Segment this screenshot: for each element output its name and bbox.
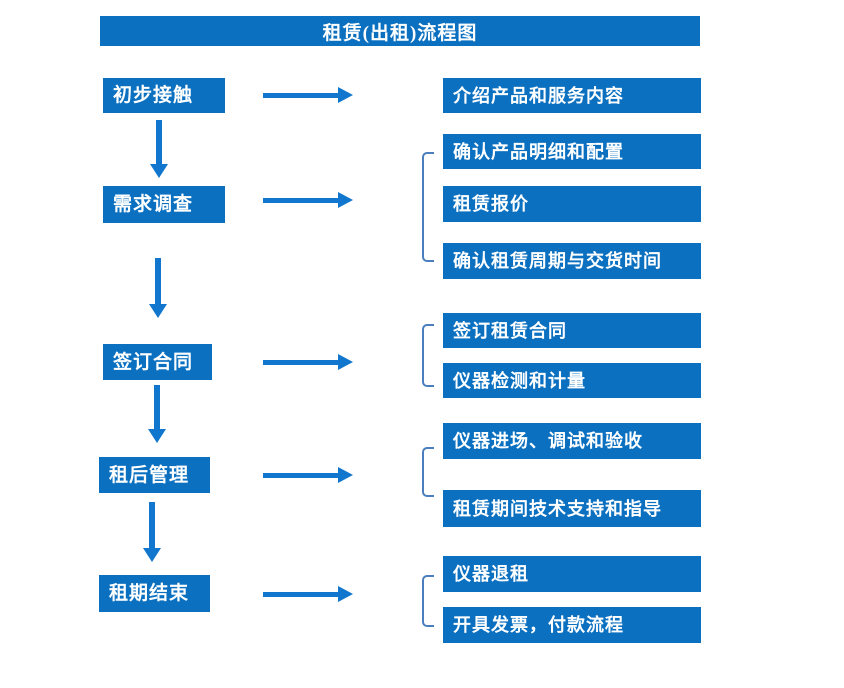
group-bracket <box>422 575 434 627</box>
detail-box-rental-quote: 租赁报价 <box>443 186 701 222</box>
detail-box-introduce-products: 介绍产品和服务内容 <box>443 78 701 113</box>
step-box-sign-contract: 签订合同 <box>103 344 212 380</box>
detail-box-confirm-rental-period: 确认租赁周期与交货时间 <box>443 243 701 279</box>
flowchart-title: 租赁(出租)流程图 <box>100 16 700 46</box>
group-bracket <box>422 447 434 497</box>
step-box-rental-end: 租期结束 <box>99 575 210 612</box>
down-arrow-icon <box>143 502 161 562</box>
right-arrow-icon <box>263 467 353 483</box>
down-arrow-icon <box>150 120 168 178</box>
step-box-post-rental-management: 租后管理 <box>99 457 210 493</box>
detail-box-instrument-testing: 仪器检测和计量 <box>443 363 701 398</box>
group-bracket <box>422 152 434 262</box>
detail-box-instrument-setup-acceptance: 仪器进场、调试和验收 <box>443 423 701 459</box>
step-box-initial-contact: 初步接触 <box>103 78 225 113</box>
right-arrow-icon <box>263 586 353 602</box>
detail-box-sign-rental-contract: 签订租赁合同 <box>443 313 701 348</box>
down-arrow-icon <box>149 258 167 318</box>
step-box-demand-survey: 需求调查 <box>103 186 225 223</box>
group-bracket <box>422 324 434 387</box>
right-arrow-icon <box>263 87 353 103</box>
right-arrow-icon <box>263 192 353 208</box>
detail-box-instrument-return: 仪器退租 <box>443 556 701 592</box>
detail-box-invoice-payment: 开具发票，付款流程 <box>443 607 701 643</box>
down-arrow-icon <box>148 385 166 443</box>
detail-box-rental-tech-support: 租赁期间技术支持和指导 <box>443 490 701 527</box>
detail-box-confirm-product-details: 确认产品明细和配置 <box>443 134 701 169</box>
right-arrow-icon <box>263 354 353 370</box>
